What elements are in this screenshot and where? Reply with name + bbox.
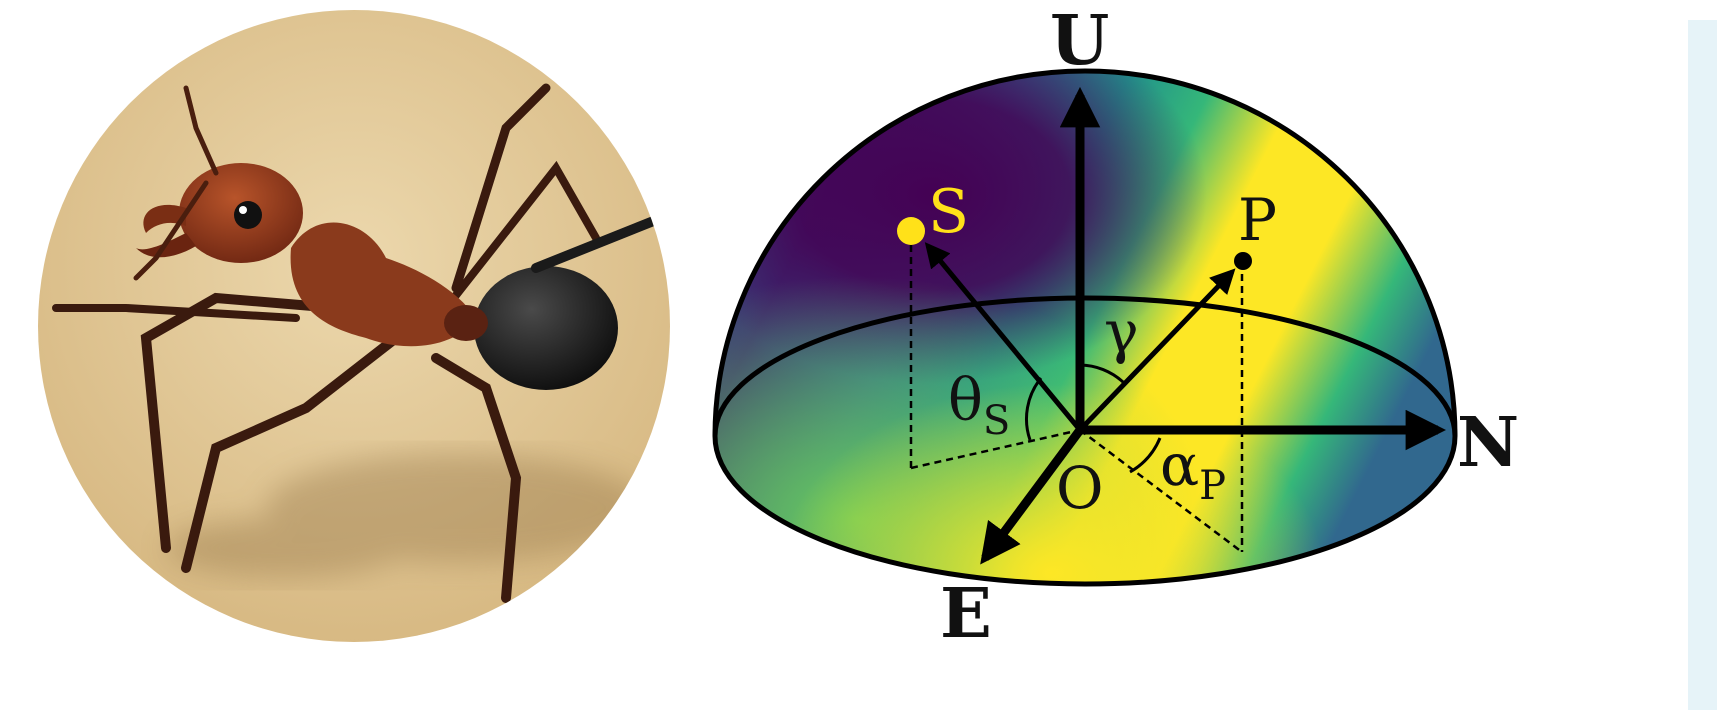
ant-gaster <box>474 266 618 390</box>
sun-point <box>897 217 925 245</box>
north-label: N <box>1457 403 1519 483</box>
origin-label: O <box>1056 454 1104 522</box>
up-label: U <box>1050 1 1109 81</box>
gamma-label: γ <box>1104 298 1139 366</box>
side-panel-edge <box>1688 20 1717 710</box>
target-point <box>1234 252 1252 270</box>
sun-label: S <box>928 177 969 247</box>
ant-photo <box>36 8 672 644</box>
point-label: P <box>1238 186 1277 254</box>
ant-eye <box>234 201 262 229</box>
sky-hemisphere-diagram: U N E O S P θS γ αP <box>700 0 1560 710</box>
east-label: E <box>940 574 992 654</box>
